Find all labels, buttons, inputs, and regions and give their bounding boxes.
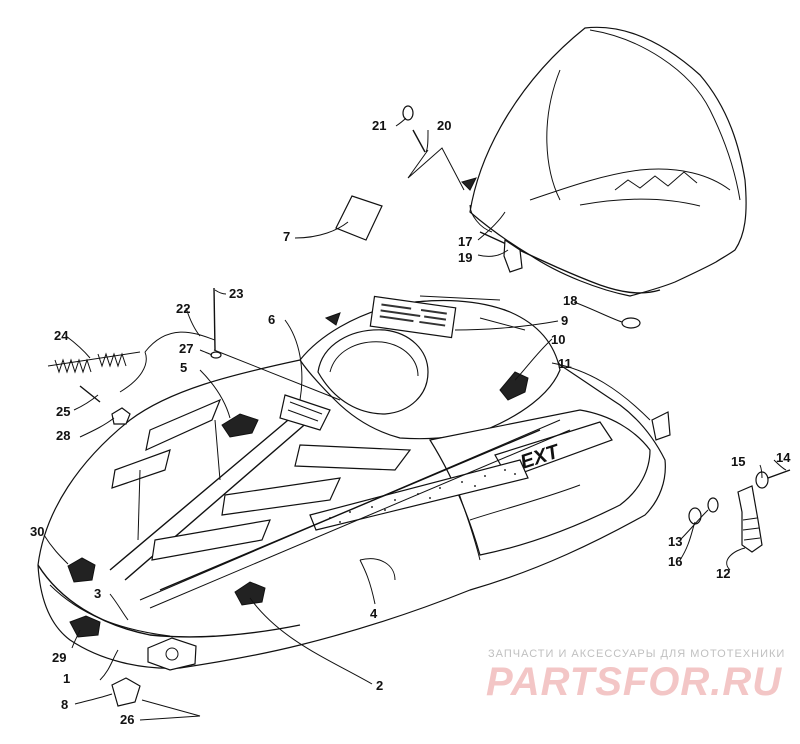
callout-27: 27 xyxy=(179,341,193,356)
callout-11: 11 xyxy=(558,356,572,371)
pin-23 xyxy=(213,287,216,351)
callout-6: 6 xyxy=(268,312,275,327)
grommet-10 xyxy=(499,371,529,401)
callout-8: 8 xyxy=(61,697,68,712)
callout-28: 28 xyxy=(56,428,70,443)
callout-13: 13 xyxy=(668,534,682,549)
leader-lines xyxy=(43,117,787,721)
washer-27 xyxy=(210,351,222,359)
cable-26 xyxy=(141,699,201,717)
callout-5: 5 xyxy=(180,360,187,375)
reflector-11 xyxy=(651,411,671,441)
manual-booklet xyxy=(335,195,383,241)
callout-25: 25 xyxy=(56,404,70,419)
grommet-5 xyxy=(221,413,259,438)
windshield xyxy=(469,26,747,297)
grommet-30 xyxy=(67,557,96,583)
bracket-3 xyxy=(147,637,197,671)
callout-17: 17 xyxy=(458,234,472,249)
callout-12: 12 xyxy=(716,566,730,581)
watermark-brand: PARTSFOR.RU xyxy=(486,660,783,704)
callout-22: 22 xyxy=(176,301,190,316)
callout-14: 14 xyxy=(776,450,791,465)
callout-21: 21 xyxy=(372,118,386,133)
spring-24 xyxy=(47,351,141,367)
nut-28 xyxy=(111,407,131,425)
screw-21 xyxy=(402,105,414,121)
callout-7: 7 xyxy=(283,229,290,244)
hardware-parts xyxy=(47,105,791,717)
hood: EXT xyxy=(37,295,666,669)
callout-9: 9 xyxy=(561,313,568,328)
callout-3: 3 xyxy=(94,586,101,601)
callout-30: 30 xyxy=(30,524,44,539)
callout-labels: 1 2 3 4 5 6 7 8 9 10 11 12 13 14 15 16 1… xyxy=(30,118,791,727)
bolt-25 xyxy=(79,385,101,403)
callout-10: 10 xyxy=(551,332,565,347)
callout-29: 29 xyxy=(52,650,66,665)
washer-13 xyxy=(707,497,719,513)
callout-20: 20 xyxy=(437,118,451,133)
cable-22 xyxy=(144,331,216,353)
bracket-19 xyxy=(503,238,523,273)
callout-1: 1 xyxy=(63,671,70,686)
callout-19: 19 xyxy=(458,250,472,265)
washer-18 xyxy=(621,317,641,329)
callout-24: 24 xyxy=(54,328,69,343)
screw-14 xyxy=(767,469,791,479)
callout-4: 4 xyxy=(370,606,378,621)
callout-26: 26 xyxy=(120,712,134,727)
callout-23: 23 xyxy=(229,286,243,301)
grommet-29 xyxy=(69,615,101,638)
grommet-2 xyxy=(234,581,266,606)
plate-8 xyxy=(111,677,141,707)
washer-16 xyxy=(688,507,702,525)
watermark-tagline: ЗАПЧАСТИ И АКСЕССУАРЫ ДЛЯ МОТОТЕХНИКИ xyxy=(488,648,786,660)
callout-15: 15 xyxy=(731,454,745,469)
callout-18: 18 xyxy=(563,293,577,308)
screw-20 xyxy=(412,129,426,153)
callout-16: 16 xyxy=(668,554,682,569)
callout-2: 2 xyxy=(376,678,383,693)
